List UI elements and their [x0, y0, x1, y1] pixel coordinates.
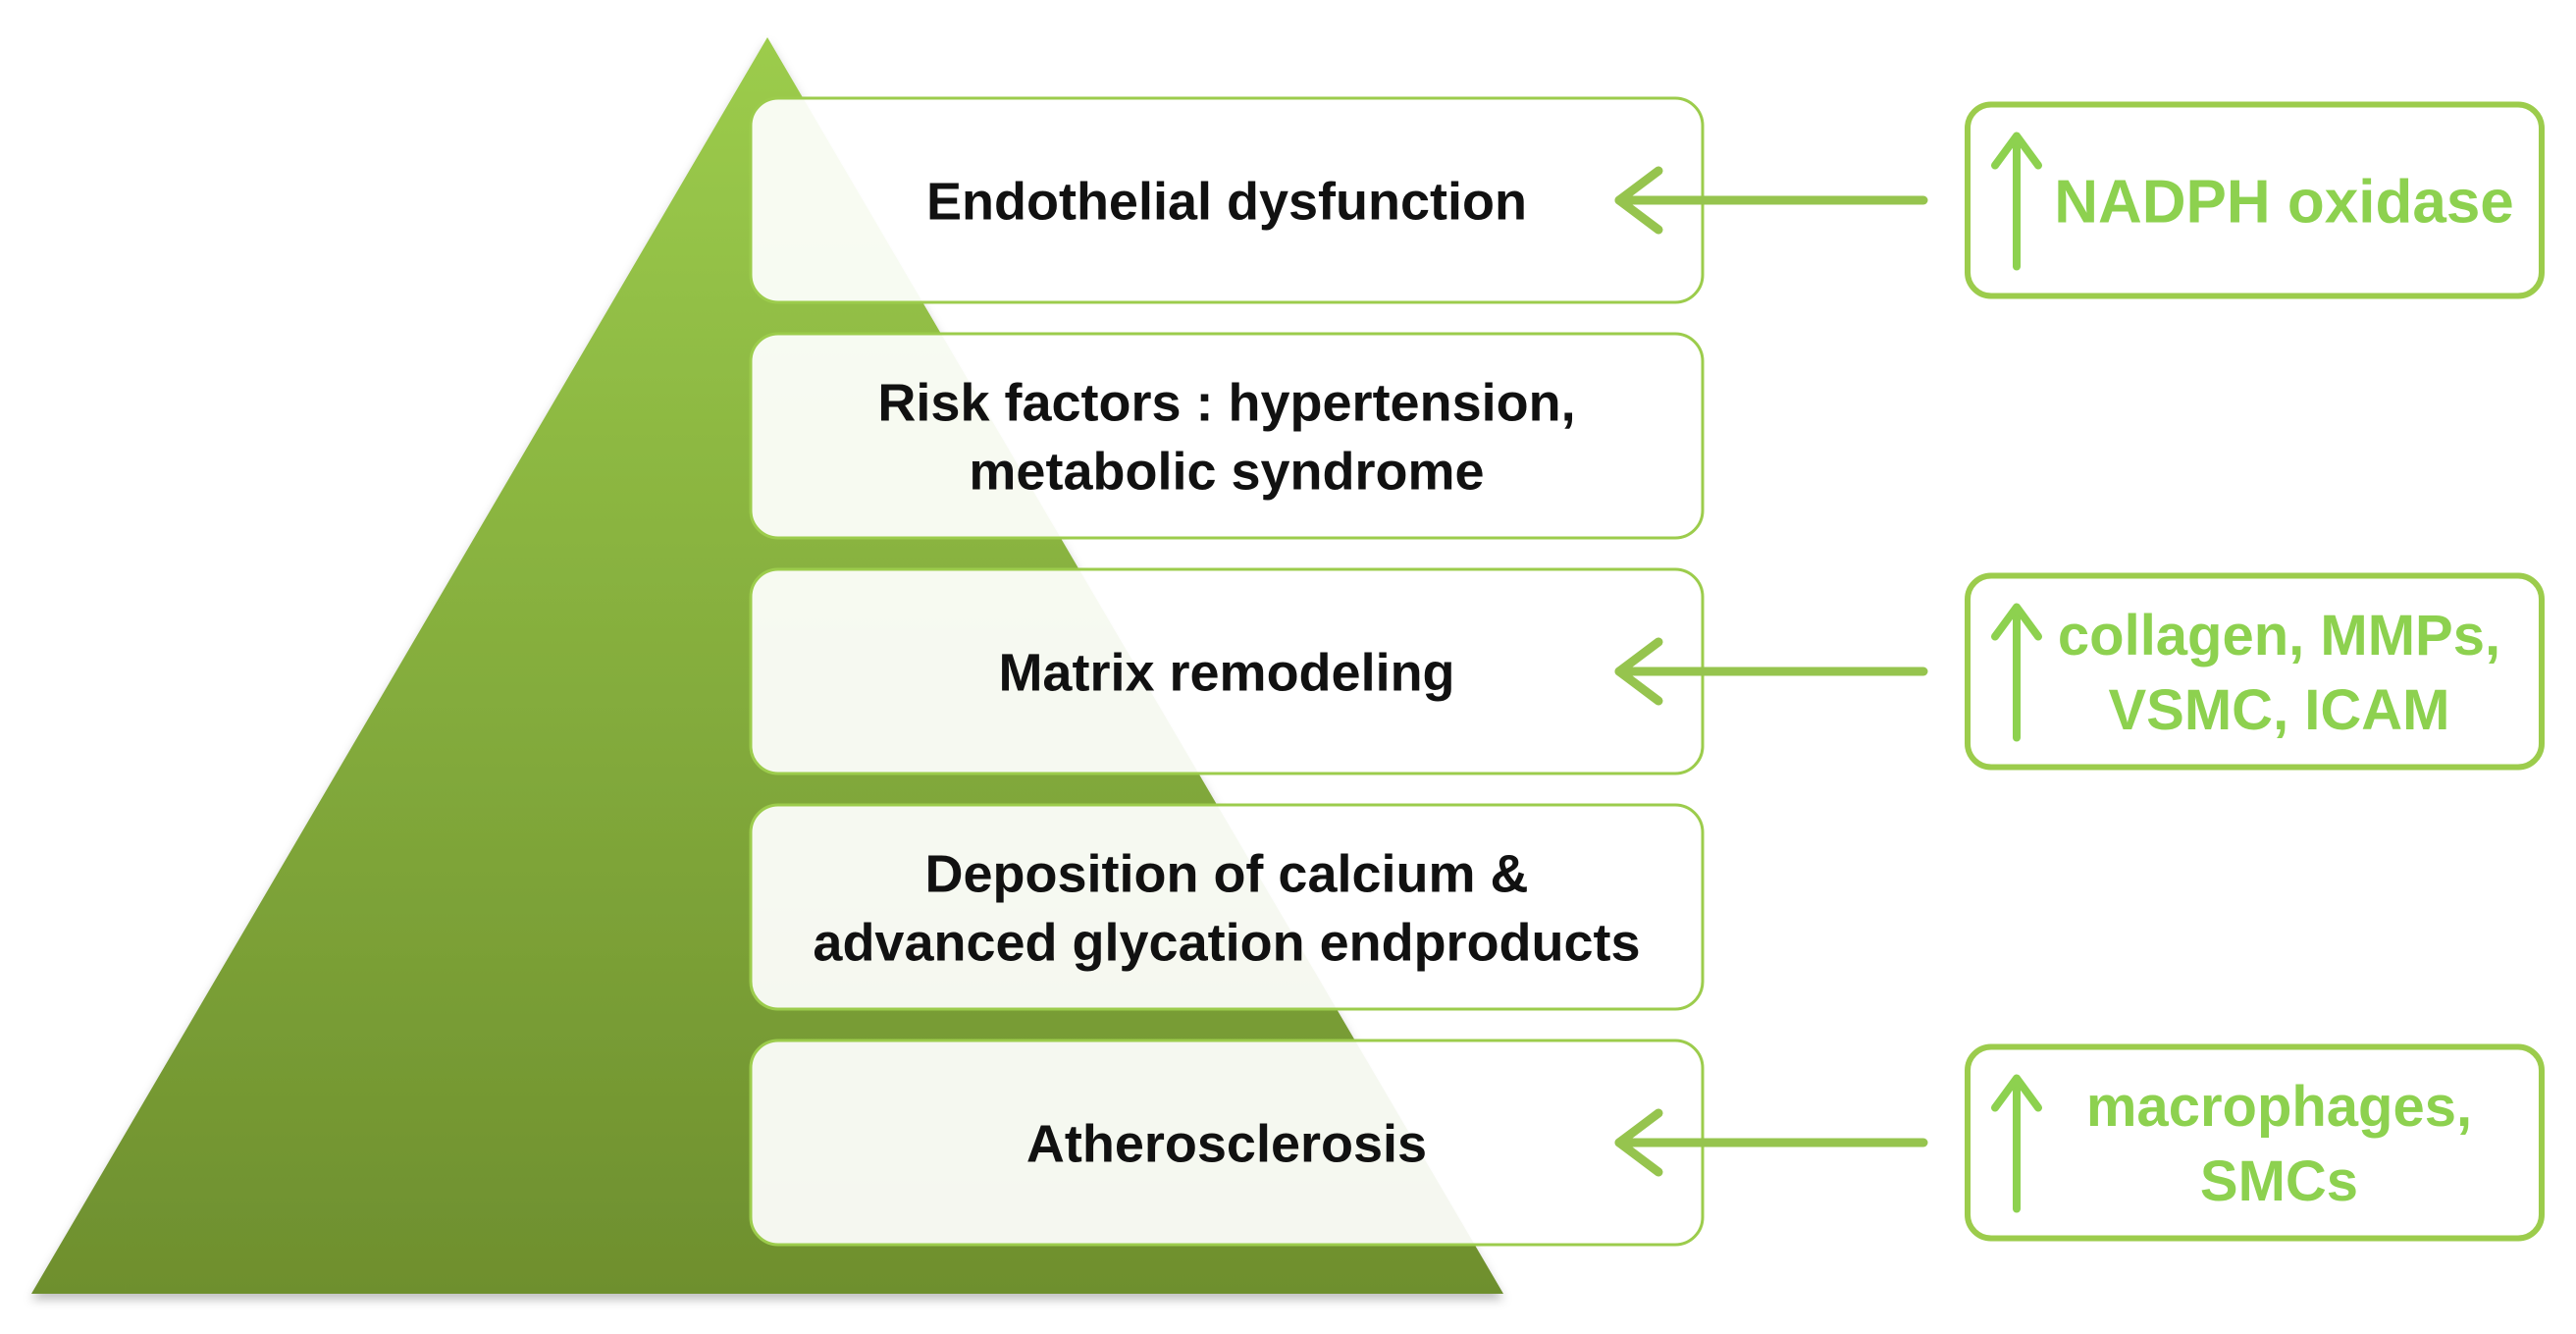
connector-arrowhead-icon [1614, 1108, 1663, 1177]
step-box: Endothelial dysfunction [749, 96, 1705, 304]
step-box: Atherosclerosis [749, 1039, 1705, 1247]
effect-annotations: NADPH oxidase collagen, MMPs, VSMC, ICAM ma… [1614, 101, 2545, 1242]
effect-annotation: NADPH oxidase [1614, 101, 2545, 299]
effect-label: NADPH oxidase [2054, 168, 2514, 236]
up-arrow-icon [1991, 603, 2042, 742]
up-arrow-icon [1991, 132, 2042, 271]
step-box-frame [749, 332, 1705, 540]
step-label: Endothelial dysfunction [926, 172, 1527, 231]
step-label: metabolic syndrome [969, 442, 1484, 501]
effect-box-frame [1965, 572, 2545, 771]
step-label: Deposition of calcium & [924, 844, 1528, 903]
up-arrow-icon [1991, 1074, 2042, 1213]
step-label: Risk factors : hypertension, [877, 373, 1575, 432]
effect-label: VSMC, ICAM [2109, 678, 2450, 742]
step-label: Matrix remodeling [998, 643, 1454, 702]
effect-label: SMCs [2200, 1149, 2358, 1213]
step-box-frame [749, 803, 1705, 1011]
effect-label: macrophages, [2086, 1075, 2472, 1139]
step-box: Deposition of calcium & advanced glycatio… [749, 803, 1705, 1011]
connector-arrowhead-icon [1614, 637, 1663, 706]
step-box: Matrix remodeling [749, 567, 1705, 775]
effect-annotation: collagen, MMPs, VSMC, ICAM [1614, 572, 2545, 771]
step-box: Risk factors : hypertension, metabolic sy… [749, 332, 1705, 540]
step-label: Atherosclerosis [1026, 1114, 1427, 1173]
effect-annotation: macrophages, SMCs [1614, 1043, 2545, 1242]
step-label: advanced glycation endproducts [813, 913, 1640, 972]
effect-box-frame [1965, 101, 2545, 299]
effect-box-frame [1965, 1043, 2545, 1242]
effect-label: collagen, MMPs, [2058, 604, 2500, 667]
connector-arrowhead-icon [1614, 166, 1663, 235]
